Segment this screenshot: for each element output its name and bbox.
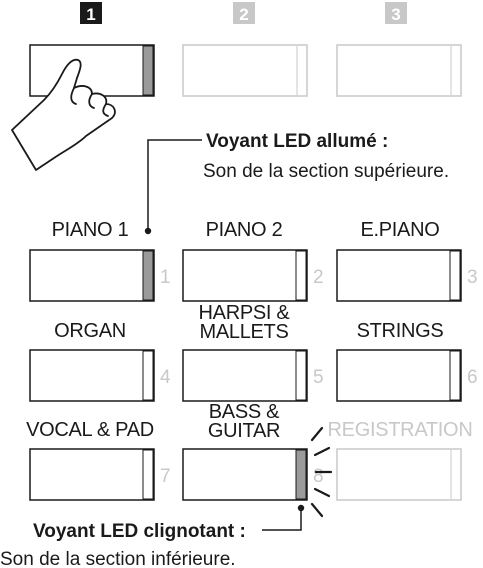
- step-badge-2: 2: [233, 2, 255, 24]
- piano-1-button[interactable]: [30, 250, 154, 301]
- led-blink-description: Son de la section inférieure.: [0, 549, 236, 568]
- led-blink-title: Voyant LED clignotant :: [33, 521, 246, 542]
- organ-button[interactable]: [30, 350, 154, 401]
- led-blink-callout: [262, 505, 304, 530]
- e-piano-label: E.PIANO: [360, 219, 439, 241]
- registration-button[interactable]: [337, 449, 461, 500]
- strings-button[interactable]: [337, 350, 461, 401]
- piano-2-button[interactable]: [183, 250, 307, 301]
- step-button-1[interactable]: [30, 45, 154, 96]
- strings-number: 6: [467, 367, 478, 388]
- svg-text:1: 1: [86, 5, 95, 24]
- step-badge-3: 3: [385, 2, 407, 24]
- piano-1-label: PIANO 1: [52, 219, 129, 241]
- piano-2-number: 2: [313, 267, 324, 288]
- svg-text:3: 3: [391, 5, 400, 24]
- step-badge-1: 1: [80, 2, 102, 24]
- led-on-callout: [145, 140, 202, 234]
- bass-label-line2: GUITAR: [208, 420, 280, 442]
- led-on-description: Son de la section supérieure.: [203, 161, 449, 182]
- step-button-2[interactable]: [183, 45, 307, 96]
- vocal-pad-label: VOCAL & PAD: [26, 419, 154, 441]
- harpsi-mallets-button[interactable]: [183, 350, 307, 401]
- registration-label: REGISTRATION: [328, 419, 473, 441]
- bass-guitar-button[interactable]: [183, 449, 307, 500]
- e-piano-number: 3: [467, 267, 478, 288]
- step-button-3[interactable]: [337, 45, 461, 96]
- organ-label: ORGAN: [54, 320, 126, 342]
- piano-2-label: PIANO 2: [206, 219, 283, 241]
- harpsi-mallets-number: 5: [313, 367, 324, 388]
- organ-number: 4: [160, 367, 171, 388]
- svg-text:2: 2: [239, 5, 248, 24]
- harpsi-label-line2: MALLETS: [199, 321, 288, 343]
- piano-1-number: 1: [160, 267, 171, 288]
- led-on-title: Voyant LED allumé :: [206, 131, 388, 152]
- vocal-pad-button[interactable]: [30, 449, 154, 500]
- e-piano-button[interactable]: [337, 250, 461, 301]
- vocal-pad-number: 7: [160, 466, 171, 487]
- bass-guitar-number: 8: [313, 466, 324, 487]
- strings-label: STRINGS: [357, 320, 444, 342]
